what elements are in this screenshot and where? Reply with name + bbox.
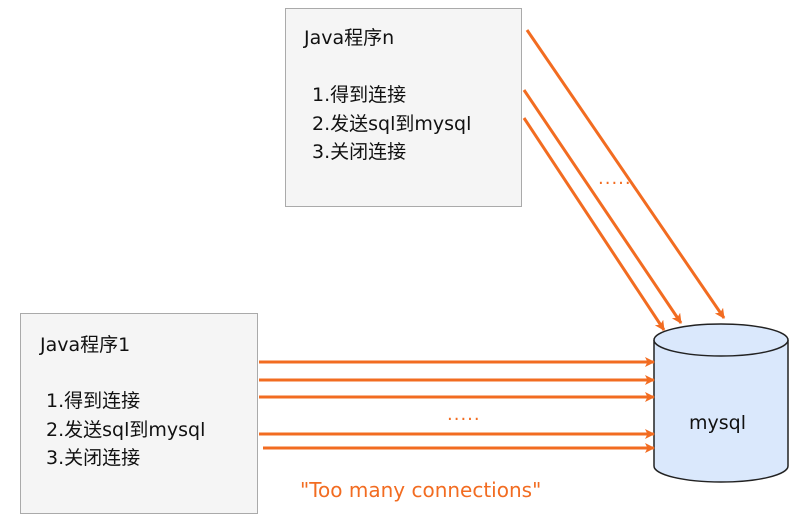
step-send-sql: 2.发送sql到mysql [46,418,206,441]
mysql-label: mysql [689,412,746,434]
step-close-connection: 3.关闭连接 [312,141,407,163]
java-program-1-title: Java程序1 [40,334,131,356]
java-program-n-steps: 1.得到连接 2.发送sql到mysql 3.关闭连接 [312,81,471,167]
java-program-1-steps: 1.得到连接 2.发送sql到mysql 3.关闭连接 [46,387,205,473]
step-close-connection: 3.关闭连接 [46,447,141,469]
step-get-connection: 1.得到连接 [46,390,141,412]
step-send-sql: 2.发送sql到mysql [312,112,472,135]
arrow-n-3 [522,117,666,331]
arrow-n-2 [522,89,683,324]
mysql-database-cylinder [653,323,789,483]
too-many-connections-message: "Too many connections" [300,478,542,502]
ellipsis-upper: ..... [598,168,632,189]
ellipsis-lower: ..... [447,404,481,425]
arrow-n-1 [525,29,726,319]
step-get-connection: 1.得到连接 [312,84,407,106]
java-program-n-box: Java程序n 1.得到连接 2.发送sql到mysql 3.关闭连接 [285,8,522,207]
java-program-1-box: Java程序1 1.得到连接 2.发送sql到mysql 3.关闭连接 [20,313,258,514]
java-program-n-title: Java程序n [304,27,395,49]
